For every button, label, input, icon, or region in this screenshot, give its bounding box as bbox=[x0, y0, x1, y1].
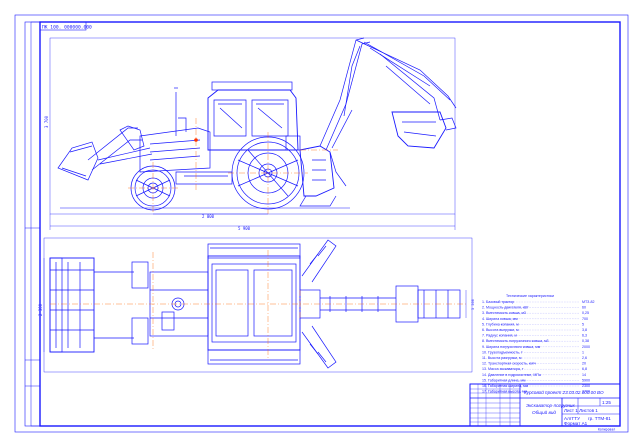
dim-track: 2 000 bbox=[202, 214, 215, 219]
spec-row-value: 0,38 bbox=[582, 339, 589, 343]
title-format: Формат А1 bbox=[564, 421, 588, 426]
spec-row-label: 10. Грузоподъемность, т bbox=[482, 350, 523, 354]
spec-row-label: 7. Радиус копания, м bbox=[482, 334, 517, 338]
plan-loader-bucket bbox=[49, 257, 134, 353]
plan-view bbox=[43, 237, 473, 373]
dim-plan-length: 5 500 bbox=[471, 299, 475, 310]
spec-row-value: 3,8 bbox=[582, 328, 587, 332]
spec-row-value: 6,3 bbox=[582, 334, 587, 338]
spec-row-label: 2. Мощность двигателя, кВт bbox=[482, 306, 529, 310]
spec-row-label: 12. Транспортная скорость, км/ч bbox=[482, 362, 536, 366]
title-group: гр. ТТМ-81 bbox=[588, 416, 611, 421]
tractor-body bbox=[139, 87, 211, 173]
drawing-frame bbox=[14, 14, 629, 433]
title-block bbox=[469, 383, 621, 427]
spec-row-label: 13. Масса экскаватора, т bbox=[482, 367, 524, 371]
tractor-cab bbox=[207, 81, 301, 151]
title-name-2: Общий вид bbox=[532, 409, 556, 415]
spec-table: Технические характеристики 1. Базовый тр… bbox=[482, 294, 595, 394]
title-name-1: Экскаватор-погрузчик bbox=[526, 403, 575, 408]
spec-row-value: 3700 bbox=[582, 390, 590, 394]
title-org: АлтГТУ bbox=[564, 416, 580, 421]
spec-row-value: 2,6 bbox=[582, 356, 587, 360]
dim-total: 5 900 bbox=[238, 226, 251, 231]
spec-row-value: МТЗ-82 bbox=[582, 300, 595, 304]
title-doc-code: Курсовой проект 23.03.02.000.00 ВО bbox=[524, 389, 604, 395]
plan-stabilizers bbox=[301, 239, 337, 369]
spec-row-value: 0,25 bbox=[582, 311, 589, 315]
title-scale: 1:25 bbox=[602, 400, 611, 405]
spec-row-value: 14 bbox=[582, 373, 586, 377]
title-sheet: Лист 1 Листов 1 bbox=[564, 408, 598, 413]
plan-cab bbox=[207, 243, 301, 365]
spec-row-value: 700 bbox=[582, 317, 588, 321]
front-loader bbox=[57, 125, 153, 181]
spec-row-value: 2000 bbox=[582, 345, 590, 349]
dim-height: 3 700 bbox=[44, 115, 49, 128]
spec-row-label: 5. Глубина копания, м bbox=[482, 322, 519, 326]
spec-row-label: 3. Вместимость ковша, м3 bbox=[482, 311, 526, 315]
spec-row-value: 20 bbox=[582, 362, 586, 366]
spec-row-value: 6,8 bbox=[582, 367, 587, 371]
copied-label: Копировал bbox=[598, 428, 615, 432]
backhoe bbox=[299, 37, 457, 207]
spec-row-value: 60 bbox=[582, 306, 586, 310]
spec-row-value: 5900 bbox=[582, 378, 590, 382]
spec-row-label: 15. Габаритная длина, мм bbox=[482, 378, 526, 382]
spec-title: Технические характеристики bbox=[506, 294, 554, 298]
spec-rows: 1. Базовый трактор МТЗ-82 2. Мощность двиг… bbox=[482, 300, 595, 394]
top-stamp: ПК 100. 000000.000 bbox=[42, 25, 92, 31]
side-view bbox=[49, 37, 457, 230]
dim-width: 2 300 bbox=[38, 303, 43, 316]
spec-row-value: 5 bbox=[582, 322, 584, 326]
spec-row-value: 2300 bbox=[582, 384, 590, 388]
spec-row-label: 1. Базовый трактор bbox=[482, 300, 514, 304]
spec-row-value: 1 bbox=[582, 350, 584, 354]
spec-row-label: 8. Вместимость погрузочного ковша, м3 bbox=[482, 339, 549, 343]
